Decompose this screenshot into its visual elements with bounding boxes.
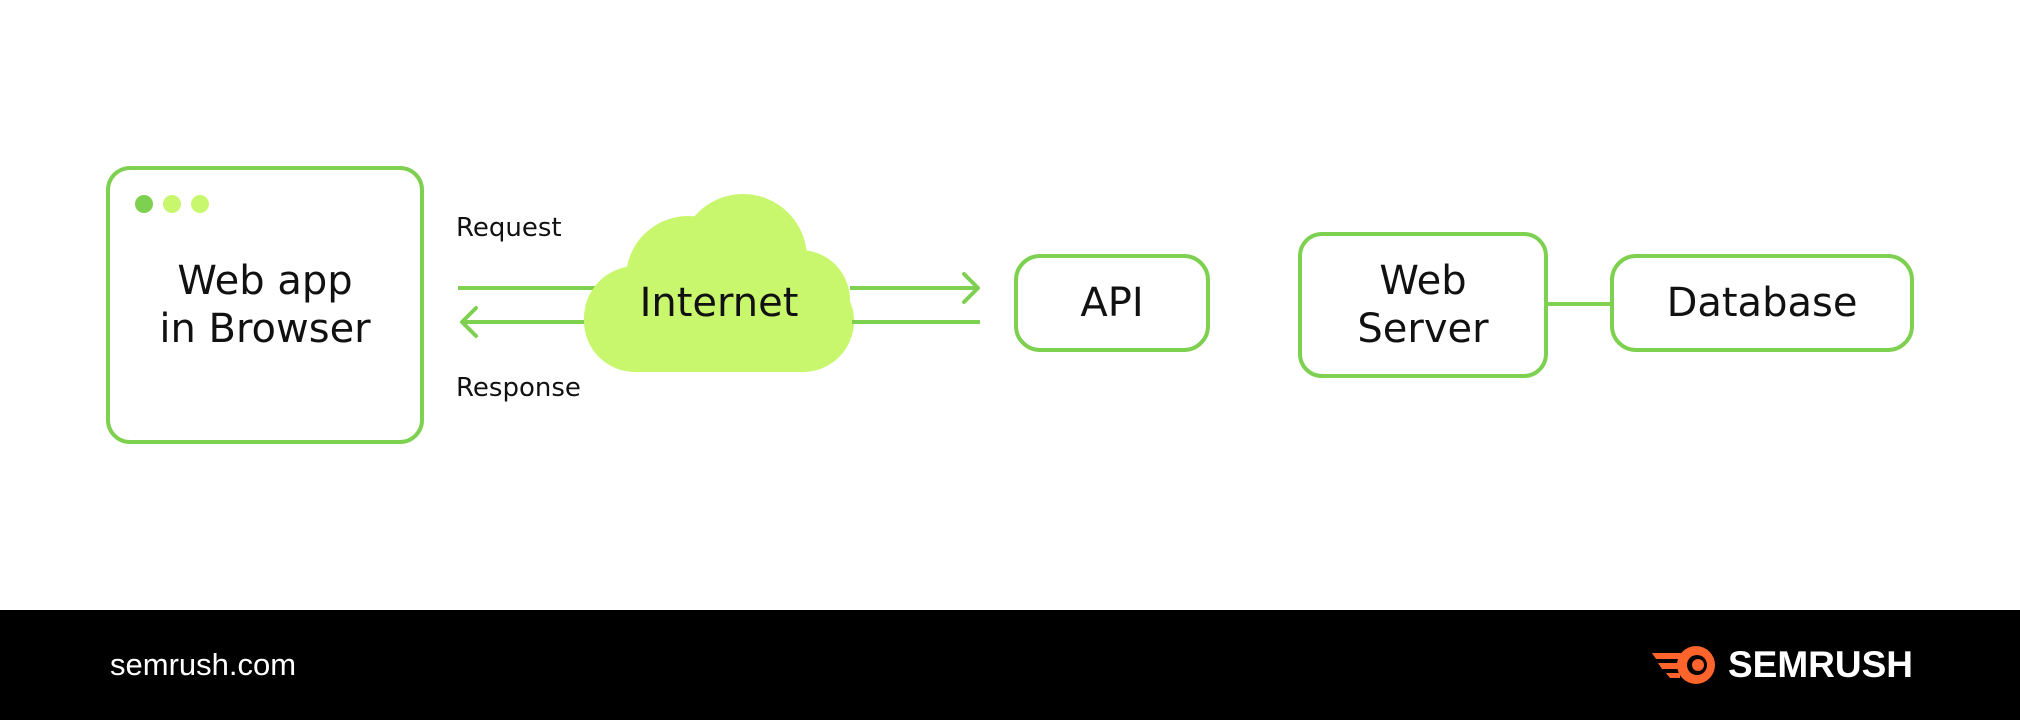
database-box — [1610, 254, 1914, 352]
arrow-right-icon — [962, 272, 980, 304]
api-label: API — [1080, 280, 1143, 326]
edge-response-internet-browser — [460, 306, 600, 338]
node-web-app-browser: Web app in Browser — [106, 166, 424, 444]
edge-internet-api — [850, 272, 980, 324]
footer-bar: semrush.com SEMRUSH — [0, 610, 2020, 720]
database-label: Database — [1667, 280, 1858, 326]
web-server-box — [1298, 232, 1548, 378]
semrush-fireball-icon — [1651, 646, 1715, 684]
response-label: Response — [456, 373, 581, 403]
window-dot-icon — [191, 195, 209, 213]
node-web-server: Web Server — [1298, 232, 1548, 378]
node-internet-cloud: Internet — [584, 194, 854, 372]
browser-label-line-2: in Browser — [159, 306, 371, 352]
internet-label: Internet — [640, 280, 799, 326]
brand-logo: SEMRUSH — [1650, 610, 1913, 720]
node-database: Database — [1610, 254, 1914, 352]
node-api: API — [1014, 254, 1210, 352]
api-box — [1014, 254, 1210, 352]
brand-name: SEMRUSH — [1727, 644, 1913, 685]
window-dot-icon — [135, 195, 153, 213]
cloud-icon — [584, 194, 854, 372]
browser-label-line-1: Web app — [177, 258, 352, 304]
footer-url: semrush.com — [110, 647, 297, 682]
web-server-label-line-2: Server — [1357, 306, 1489, 352]
browser-window-frame — [106, 166, 424, 444]
client-server-diagram: Web app in Browser Request Response Inte… — [106, 166, 1914, 444]
window-dot-icon — [163, 195, 181, 213]
web-server-label-line-1: Web — [1379, 258, 1466, 304]
arrow-left-icon — [460, 306, 478, 338]
request-label: Request — [456, 213, 562, 243]
